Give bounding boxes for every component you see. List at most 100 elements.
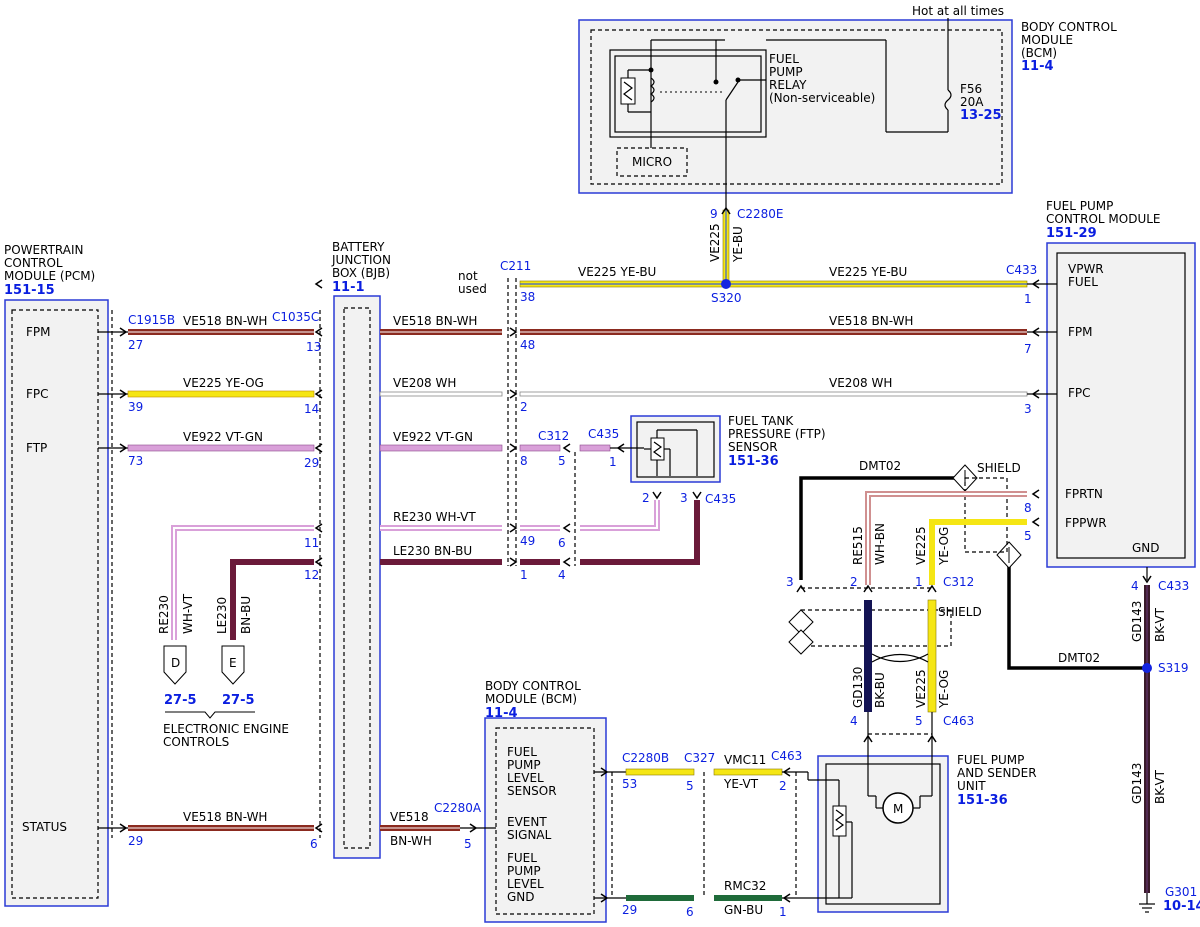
bjb-module: BATTERY JUNCTION BOX (BJB) 11-1 <box>331 240 391 859</box>
pin-38: 38 <box>520 290 535 304</box>
wire-vmc11: VMC11 YE-VT <box>594 753 839 791</box>
bcm-pin-2: PUMP <box>507 758 541 772</box>
wire-label-gnbu: GN-BU <box>724 903 763 917</box>
wire-label-ve922-b: VE922 VT-GN <box>393 430 473 444</box>
eec-title-2: CONTROLS <box>163 735 229 749</box>
wire-label-bnwh-bjb: BN-WH <box>390 834 432 848</box>
connector-d: D <box>171 656 180 670</box>
pin-48: 48 <box>520 338 535 352</box>
connector-c463-bottom: C463 <box>771 749 802 763</box>
bcm-pin-4: SENSOR <box>507 784 557 798</box>
motor-symbol: M <box>893 802 903 816</box>
wire-label-ve225-yebu-left: VE225 YE-BU <box>578 265 656 279</box>
wire-label-ve518-c: VE518 BN-WH <box>829 314 913 328</box>
bjb-title-3: BOX (BJB) <box>332 266 390 280</box>
pin-1-le230: 1 <box>520 568 528 582</box>
fpcm-pin-fpc: FPC <box>1068 386 1091 400</box>
bcm-bottom-title-2: MODULE (BCM) <box>485 692 577 706</box>
relay-label-2: PUMP <box>769 65 803 79</box>
bjb-title-1: BATTERY <box>332 240 385 254</box>
bcm-top-ref: 11-4 <box>1021 59 1054 74</box>
connector-e-ref: 27-5 <box>222 693 255 708</box>
fpcm-module: FUEL PUMP CONTROL MODULE 151-29 VPWR FUE… <box>1046 199 1196 568</box>
pin-29-status: 29 <box>128 834 143 848</box>
relay-label-4: (Non-serviceable) <box>769 91 875 105</box>
wire-re515-gd130: RE515 WH-BN GD130 BK-BU <box>851 491 1027 760</box>
wire-le230-bn-bu: LE230 BN-BU LE230 BN-BU <box>215 500 700 640</box>
pin-2-re515: 2 <box>850 575 858 589</box>
wire-label-ve225-vert: VE225 <box>708 223 722 262</box>
fpcm-pin-fuel: FUEL <box>1068 275 1098 289</box>
pin-8-ftp: 8 <box>520 454 528 468</box>
connector-d-ref: 27-5 <box>164 693 197 708</box>
wire-label-ve518-b: VE518 BN-WH <box>393 314 477 328</box>
pin-1-c312: 1 <box>915 575 923 589</box>
connector-c433-top: C433 <box>1006 263 1037 277</box>
fpsu-title-2: AND SENDER <box>957 766 1037 780</box>
bcm-pin-10: GND <box>507 890 535 904</box>
wire-label-ve225-lower: VE225 <box>914 669 928 708</box>
bcm-bottom-module: BODY CONTROL MODULE (BCM) 11-4 FUEL PUMP… <box>484 679 607 923</box>
fpcm-pin-vpwr: VPWR <box>1068 262 1104 276</box>
pin-5-ftp: 5 <box>558 454 566 468</box>
ground-g301: G301 <box>1165 885 1197 899</box>
connector-c1915b: C1915B <box>128 313 175 327</box>
connector-arrows <box>119 206 1152 903</box>
splice-s319-label: S319 <box>1158 661 1189 675</box>
pin-39: 39 <box>128 400 143 414</box>
pin-29-ftp: 29 <box>304 456 319 470</box>
shield-label-bottom: SHIELD <box>938 605 982 619</box>
connector-c312-right: C312 <box>943 575 974 589</box>
eec-title-1: ELECTRONIC ENGINE <box>163 722 289 736</box>
bcm-bottom-title-1: BODY CONTROL <box>485 679 581 693</box>
pin-13: 13 <box>306 340 321 354</box>
wire-label-rmc32: RMC32 <box>724 879 766 893</box>
wire-label-bkvt-a: BK-VT <box>1153 607 1167 642</box>
wire-ve922-vt-gn: VE922 VT-GN VE922 VT-GN <box>98 430 644 452</box>
connector-boundaries <box>111 278 932 898</box>
connector-c312-top: C312 <box>538 429 569 443</box>
bcm-pin-7: FUEL <box>507 851 537 865</box>
fpcm-pin-fpm: FPM <box>1068 325 1093 339</box>
bcm-top-title-1: BODY CONTROL <box>1021 20 1117 34</box>
pin-2-c463: 2 <box>779 779 787 793</box>
wire-label-ve518-a: VE518 BN-WH <box>183 314 267 328</box>
wire-label-re515: RE515 <box>851 526 865 565</box>
bcm-top-module: MICRO FUEL PUMP RELAY (Non-serviceable) … <box>578 4 1117 210</box>
bcm-bottom-ref: 11-4 <box>485 706 518 721</box>
wire-label-le230: LE230 BN-BU <box>393 544 472 558</box>
pcm-title-1: POWERTRAIN <box>4 243 84 257</box>
fpcm-pin-gnd: GND <box>1132 541 1160 555</box>
wire-label-re230-vert: RE230 <box>157 595 171 634</box>
pin-6-status: 6 <box>310 837 318 851</box>
pcm-title-3: MODULE (PCM) <box>4 269 95 283</box>
bjb-title-2: JUNCTION <box>331 253 391 267</box>
wire-label-vmc11: VMC11 <box>724 753 766 767</box>
bcm-top-title-2: MODULE <box>1021 33 1073 47</box>
wire-ve225-ye-bu: VE225 YE-BU VE225 YE-BU VE225 YE-BU <box>519 209 1057 289</box>
pin-27: 27 <box>128 338 143 352</box>
pin-53: 53 <box>622 777 637 791</box>
wire-label-re230: RE230 WH-VT <box>393 510 476 524</box>
wire-gd143: GD143 BK-VT GD143 BK-VT <box>1130 567 1167 913</box>
pin-4-gnd: 4 <box>1131 579 1139 593</box>
pin-6-rmc32: 6 <box>686 905 694 919</box>
pin-4-le230: 4 <box>558 568 566 582</box>
wire-rmc32: RMC32 GN-BU <box>594 879 839 917</box>
wire-ve518-bn-wh-fpm: VE518 BN-WH VE518 BN-WH VE518 BN-WH <box>98 314 1057 335</box>
pcm-ref: 151-15 <box>4 283 55 298</box>
ftp-title-2: PRESSURE (FTP) <box>728 427 826 441</box>
pin-1-rmc32: 1 <box>779 905 787 919</box>
wire-ve225-fppwr: VE225 YE-OG VE225 YE-OG <box>871 519 1027 760</box>
micro-label: MICRO <box>632 155 672 169</box>
wire-label-yebu-vert: YE-BU <box>731 226 745 263</box>
wire-label-ve922-a: VE922 VT-GN <box>183 430 263 444</box>
hot-at-all-times-label: Hot at all times <box>912 4 1004 18</box>
fpcm-ref: 151-29 <box>1046 226 1097 241</box>
connector-c2280a: C2280A <box>434 801 482 815</box>
fuse-ref: 13-25 <box>960 108 1002 123</box>
wire-label-le230-vert: LE230 <box>215 597 229 634</box>
splice-s320-label: S320 <box>711 291 742 305</box>
ftp-ref: 151-36 <box>728 454 779 469</box>
wire-label-yeog-fppwr: YE-OG <box>937 527 951 566</box>
